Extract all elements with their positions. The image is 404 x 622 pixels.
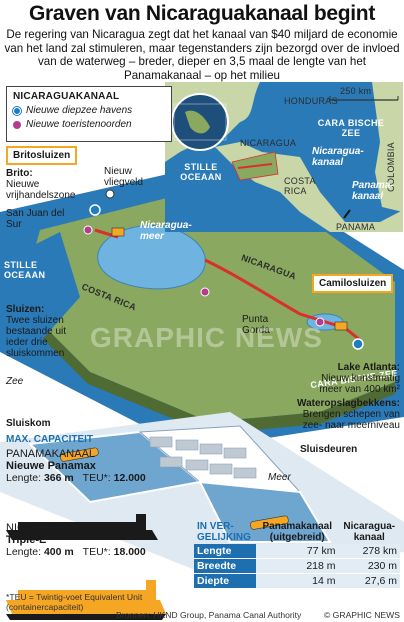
britosluizen-tag: Britosluizen <box>6 146 78 165</box>
legend-tourism-label: Nieuwe toeristenoorden <box>26 119 132 130</box>
triple-e-ship-icon <box>6 580 166 620</box>
col-nicaragua: Nicaragua-kanaal <box>343 521 396 543</box>
row-value-nicaragua: 278 km <box>338 544 400 559</box>
camilo-lock-icon <box>334 321 348 331</box>
ship1-block: PANAMAKANAAL Nieuwe Panamax Lengte: 366 … <box>6 448 166 484</box>
inset-caribbean: CARA BISCHE ZEE <box>317 118 385 138</box>
row-value-panama: 77 km <box>256 544 339 559</box>
lock-ship-icon <box>60 447 99 462</box>
table-row: Diepte 14 m 27,6 m <box>194 573 400 589</box>
comparison-table: IN VER-GELIJKING Panamakanaal (uitgebrei… <box>194 520 400 589</box>
capacity-head: MAX. CAPACITEIT <box>6 434 94 445</box>
meer-label: Meer <box>268 472 291 483</box>
zee-label: Zee <box>6 376 24 387</box>
san-juan-label: San Juan del Sur <box>6 208 65 230</box>
port-icon <box>13 106 21 115</box>
page-title: Graven van Nicaraguakanaal begint <box>28 2 376 25</box>
pacific-label: STILLE OCEAAN <box>4 260 46 280</box>
lake-atlanta-label: Lake Atlanta: Nieuw kunstmatig meer van … <box>300 362 400 395</box>
row-label: Lengte <box>194 544 256 559</box>
brito-label: Brito: Nieuwe vrijhandelszone <box>6 168 86 201</box>
basins-label: Waterop­slagbekkens: Brengen schepen van… <box>284 398 400 431</box>
table-row: Breedte 218 m 230 m <box>194 558 400 574</box>
lake-atlanta-title: Lake Atlanta: <box>337 362 400 373</box>
table-row: Lengte 77 km 278 km <box>194 544 400 559</box>
map-legend: NICARAGUAKANAAL Nieuwe diepzee havens Ni… <box>6 86 172 142</box>
row-value-panama: 218 m <box>256 558 339 574</box>
row-value-nicaragua: 27,6 m <box>338 573 400 589</box>
locks-label: Sluizen: Twee sluizen bestaande uit iede… <box>6 304 86 359</box>
port-punta-gorda-icon <box>352 338 364 350</box>
row-label: Diepte <box>194 573 256 589</box>
ship1-teu: 12.000 <box>113 472 146 484</box>
inset-nic-canal: Nicaragua-kanaal <box>312 146 364 168</box>
ship2-block: NICARAGUAKANAAL Triple-E Lengte: 400 m T… <box>6 522 166 558</box>
locks-desc: Twee sluizen bestaande uit ieder drie sl… <box>6 315 67 359</box>
credit: © GRAPHIC NEWS <box>323 610 400 620</box>
footer: Bronnen: HKND Group, Panama Canal Author… <box>116 610 400 620</box>
intro-text: De regering van Nicaragua zegt dat het k… <box>4 28 400 82</box>
locks-title: Sluizen: <box>6 304 45 315</box>
inset-pan-canal: Panama-kanaal <box>352 180 394 202</box>
inset-panama: PANAMA <box>336 222 376 232</box>
basins-desc: Brengen schepen van zee- naar meerniveau <box>302 409 400 431</box>
watermark: GRAPHIC NEWS <box>90 322 323 353</box>
ship2-stats: Lengte: 400 m TEU*: 18.000 <box>6 546 166 558</box>
inset-honduras: HONDURAS <box>284 96 338 106</box>
ship2-title: NICARAGUAKANAAL <box>6 522 115 534</box>
brito-lock-icon <box>111 227 125 237</box>
legend-title: NICARAGUAKANAAL <box>13 91 120 102</box>
ship2-len-label: Lengte: <box>6 546 42 558</box>
airport-icon <box>105 189 115 199</box>
airport-label: Nieuw vliegveld <box>104 166 143 188</box>
brito-desc: Nieuwe vrijhandelszone <box>6 179 76 201</box>
brito-title: Brito: <box>6 168 33 179</box>
tourism-san-juan-icon <box>83 225 93 235</box>
ship1-stats: Lengte: 366 m TEU*: 12.000 <box>6 472 166 484</box>
punta-gorda-label: Punta Gorda <box>242 314 270 336</box>
lake-atlanta-desc: Nieuw kunstmatig meer van 400 km² <box>319 373 400 395</box>
ship1-len: 366 m <box>43 472 74 484</box>
lake-label: Nicaragua-meer <box>140 220 192 242</box>
ship1-len-label: Lengte: <box>6 472 42 484</box>
sluisdeuren-label: Sluisdeuren <box>300 444 358 455</box>
row-label: Breedte <box>194 558 256 574</box>
tourism-lake-icon <box>200 287 210 297</box>
canal-map <box>0 82 404 622</box>
port-brito-icon <box>89 204 101 216</box>
legend-tourism: Nieuwe toeristenoorden <box>13 119 165 130</box>
tourism-icon <box>13 120 21 129</box>
ship1-teu-label: TEU*: <box>82 472 111 484</box>
basins-title: Waterop­slagbekkens: <box>297 398 400 409</box>
ship2-sub: Triple-E <box>6 534 47 546</box>
legend-ports: Nieuwe diepzee havens <box>13 105 165 116</box>
ship1-sub: Nieuwe Panamax <box>6 460 96 472</box>
ship2-len: 400 m <box>43 546 74 558</box>
sluiskom-label: Sluiskom <box>6 418 51 429</box>
inset-scale: 250 km <box>340 86 372 96</box>
teu-note: *TEU = Twintig-voet Equivalent Unit (con… <box>6 592 143 612</box>
col-panama: Panamakanaal (uitgebreid) <box>262 521 333 543</box>
ship2-teu-label: TEU*: <box>82 546 111 558</box>
inset-pacific: STILLE OCEAAN <box>180 162 222 182</box>
inset-nicaragua: NICARAGUA <box>240 138 297 148</box>
ship2-teu: 18.000 <box>113 546 146 558</box>
infographic: NICARAGUAKANAAL Nieuwe diepzee havens Ni… <box>0 82 404 622</box>
ship1-title: PANAMAKANAAL <box>6 448 96 460</box>
comparison-head: IN VER-GELIJKING <box>197 521 251 543</box>
sources: Bronnen: HKND Group, Panama Canal Author… <box>116 610 302 620</box>
legend-ports-label: Nieuwe diepzee havens <box>26 105 133 116</box>
camilosluizen-tag: Camilosluizen <box>312 274 394 293</box>
inset-costa-rica: COSTA RICA <box>284 176 316 196</box>
comparison-header: IN VER-GELIJKING Panamakanaal (uitgebrei… <box>194 520 400 544</box>
row-value-panama: 14 m <box>256 573 339 589</box>
tourism-atlanta-icon <box>315 317 325 327</box>
row-value-nicaragua: 230 m <box>338 558 400 574</box>
panamax-ship-icon <box>6 514 158 540</box>
